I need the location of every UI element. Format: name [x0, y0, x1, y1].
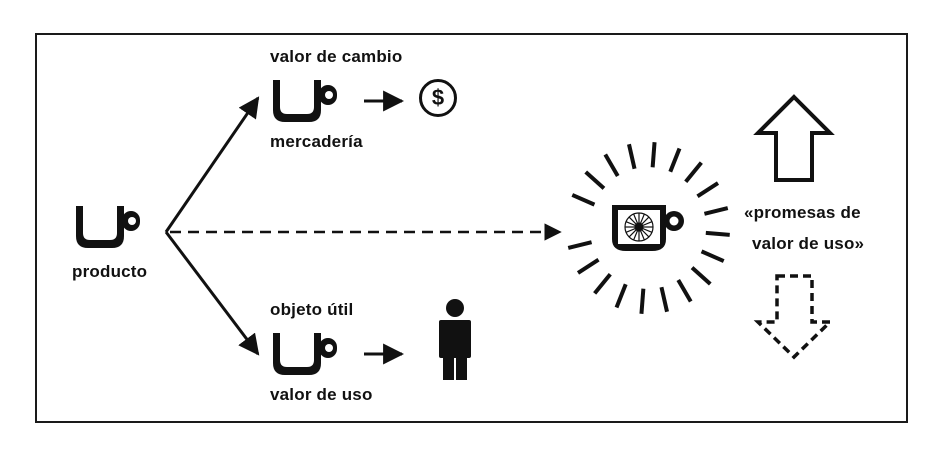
wheel-spoke — [628, 216, 640, 228]
label-objeto-util: objeto útil — [270, 300, 354, 319]
arrow-to-mercancia — [164, 96, 260, 233]
label-mercaderia: mercadería — [270, 132, 363, 151]
ray-line — [696, 181, 720, 198]
ray-line — [639, 288, 646, 314]
ray-line — [576, 258, 600, 275]
wheel-spoke — [633, 226, 640, 241]
wheel-spoke — [638, 226, 653, 233]
wheel-spoke — [638, 226, 650, 238]
ray-line — [676, 278, 693, 303]
label-producto: producto — [72, 262, 148, 281]
useful-object-cup-icon — [273, 333, 337, 375]
up-arrow-icon — [753, 94, 835, 182]
label-promesas-line2: valor de uso» — [752, 234, 865, 253]
ray-line — [690, 266, 712, 286]
wheel-spoke — [638, 221, 653, 228]
ray-line — [603, 153, 620, 178]
ray-line — [593, 272, 612, 295]
label-promesas-line1: «promesas de — [744, 203, 861, 222]
wheel-spoke — [633, 213, 640, 228]
wheel-spoke — [625, 226, 640, 233]
wheel-spoke — [625, 221, 640, 228]
ray-line — [567, 240, 593, 250]
ray-line — [659, 286, 669, 313]
person-icon — [439, 299, 471, 380]
ray-line — [705, 230, 730, 237]
down-arrow-dashed-icon — [753, 274, 835, 360]
dollar-coin-icon: $ — [419, 79, 457, 117]
wheel-spoke — [628, 226, 640, 238]
ray-line — [668, 147, 682, 173]
wheel-spoke — [638, 226, 645, 241]
wheel-spoke — [638, 216, 650, 228]
ray-line — [614, 283, 628, 309]
label-valor-de-uso: valor de uso — [270, 385, 373, 404]
ray-line — [627, 143, 637, 170]
radiance-rays — [567, 142, 730, 314]
ray-line — [684, 161, 703, 184]
ray-line — [650, 142, 657, 168]
ray-line — [584, 170, 606, 190]
ray-line — [571, 193, 596, 207]
decorated-cup-icon — [612, 205, 684, 251]
arrow-to-valor-de-uso — [164, 231, 260, 356]
label-valor-de-cambio: valor de cambio — [270, 47, 403, 66]
wheel-spoke — [638, 213, 645, 228]
commodity-cup-icon — [273, 80, 337, 122]
diagram-frame — [35, 33, 908, 423]
ray-line — [700, 249, 725, 263]
product-cup-icon — [76, 206, 140, 248]
ray-line — [703, 206, 729, 216]
